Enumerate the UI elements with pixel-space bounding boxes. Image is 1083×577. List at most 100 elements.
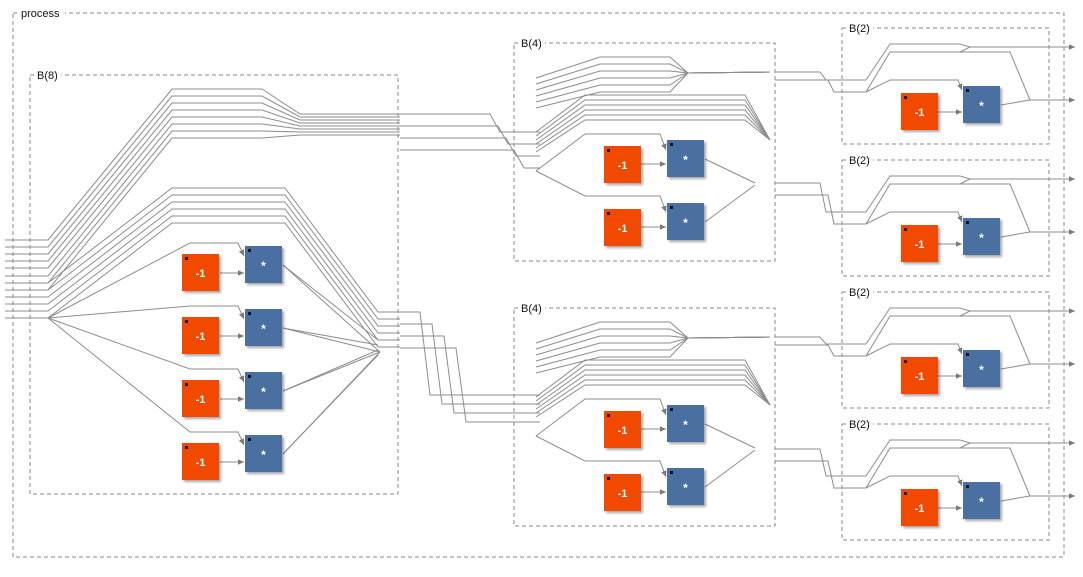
- wire-3: [5, 109, 400, 262]
- wire-65: [535, 374, 771, 410]
- multiply-label: *: [979, 231, 984, 245]
- wire-34: [400, 311, 540, 396]
- wire-26: [282, 264, 379, 341]
- group-frames: [12, 12, 1065, 558]
- wire-27: [282, 327, 379, 346]
- wire-31: [400, 125, 540, 145]
- negate-label: -1: [618, 160, 628, 172]
- multiply-block-b2-3[interactable]: *: [963, 482, 1000, 519]
- wire-9: [5, 194, 400, 320]
- multiply-label: *: [261, 448, 266, 462]
- b2-frame-1: [841, 27, 1050, 145]
- wire-43: [535, 71, 771, 109]
- wire-74: [775, 71, 866, 81]
- wire-100: [865, 439, 1075, 477]
- wire-8: [5, 187, 400, 313]
- multiply-block-b8-1[interactable]: *: [245, 309, 282, 346]
- multiply-block-b8-0[interactable]: *: [245, 246, 282, 283]
- negate-block-b2-0[interactable]: -1: [901, 93, 938, 130]
- wire-77: [775, 194, 866, 225]
- wire-54: [704, 158, 756, 184]
- multiply-label: *: [261, 322, 266, 336]
- wire-68: [535, 398, 667, 437]
- wire-102: [865, 475, 963, 489]
- negate-label: -1: [196, 394, 206, 406]
- wire-66: [535, 379, 771, 414]
- multiply-block-b4-top-1[interactable]: *: [667, 203, 704, 240]
- negate-block-b8-2[interactable]: -1: [182, 380, 219, 417]
- wire-45: [535, 99, 771, 141]
- wire-60: [535, 336, 771, 368]
- multiply-label: *: [261, 259, 266, 273]
- wire-63: [535, 364, 771, 406]
- wire-29: [282, 354, 379, 455]
- negate-block-b2-2[interactable]: -1: [901, 357, 938, 394]
- wire-36: [400, 335, 540, 414]
- b4-bottom-label: B(4): [521, 303, 542, 315]
- wire-11: [5, 208, 400, 334]
- blocks: -1 * -1 * -1 * -1 * -1 * -1 * -1 * -1 * -1 * -1 * -1 * -1 *: [182, 86, 1000, 526]
- wire-79: [775, 344, 866, 357]
- negate-block-b4-top-0[interactable]: -1: [604, 146, 641, 183]
- wire-64: [535, 369, 771, 406]
- negate-block-b4-bottom-1[interactable]: -1: [604, 474, 641, 511]
- wire-12: [5, 215, 400, 341]
- multiply-block-b4-bottom-0[interactable]: *: [667, 405, 704, 442]
- wire-28: [282, 349, 379, 392]
- negate-label: -1: [196, 268, 206, 280]
- process-frame: [12, 12, 1065, 558]
- negate-block-b4-bottom-0[interactable]: -1: [604, 411, 641, 448]
- wire-75: [775, 79, 866, 93]
- multiply-label: *: [979, 495, 984, 509]
- wire-69: [535, 435, 667, 478]
- wire-40: [535, 70, 771, 91]
- b2-label-1: B(2): [849, 23, 870, 35]
- wire-73: [704, 449, 756, 488]
- multiply-block-b2-2[interactable]: *: [963, 350, 1000, 387]
- wire-58: [535, 335, 771, 356]
- wire-32: [400, 137, 540, 157]
- wire-30: [400, 113, 540, 133]
- multiply-block-b2-0[interactable]: *: [963, 86, 1000, 123]
- wire-13: [5, 222, 400, 348]
- wire-14: [47, 242, 245, 319]
- wire-87: [890, 51, 1031, 101]
- wire-61: [535, 336, 771, 374]
- b4-bottom-frame: [513, 307, 776, 527]
- multiply-block-b8-2[interactable]: *: [245, 372, 282, 409]
- wire-51: [535, 170, 667, 213]
- negate-block-b8-1[interactable]: -1: [182, 317, 219, 354]
- negate-block-b8-0[interactable]: -1: [182, 254, 219, 291]
- multiply-block-b8-3[interactable]: *: [245, 435, 282, 472]
- negate-block-b4-top-1[interactable]: -1: [604, 209, 641, 246]
- wire-72: [704, 423, 756, 449]
- b2-frame-2: [841, 159, 1050, 277]
- negate-block-b2-3[interactable]: -1: [901, 489, 938, 526]
- wire-89: [865, 178, 971, 225]
- multiply-label: *: [979, 99, 984, 113]
- negate-block-b8-3[interactable]: -1: [182, 443, 219, 480]
- wire-47: [535, 109, 771, 145]
- wire-96: [865, 343, 963, 357]
- process-label: process: [21, 8, 60, 20]
- negate-label: -1: [618, 488, 628, 500]
- b2-label-2: B(2): [849, 155, 870, 167]
- wire-84: [865, 79, 963, 93]
- multiply-block-b4-top-0[interactable]: *: [667, 140, 704, 177]
- wire-37: [400, 347, 540, 423]
- wire-0: [5, 88, 400, 241]
- wire-15: [47, 305, 245, 320]
- multiply-block-b2-1[interactable]: *: [963, 218, 1000, 255]
- wire-55: [704, 184, 756, 223]
- wire-62: [535, 359, 771, 406]
- b2-label-4: B(2): [849, 419, 870, 431]
- multiply-block-b4-bottom-1[interactable]: *: [667, 468, 704, 505]
- wire-95: [865, 310, 971, 357]
- wire-101: [865, 442, 971, 489]
- negate-block-b2-1[interactable]: -1: [901, 225, 938, 262]
- negate-label: -1: [618, 425, 628, 437]
- wire-105: [890, 447, 1031, 497]
- group-labels: process B(8) B(4) B(4) B(2) B(2) B(2) B(…: [19, 6, 873, 431]
- wire-5: [5, 123, 400, 277]
